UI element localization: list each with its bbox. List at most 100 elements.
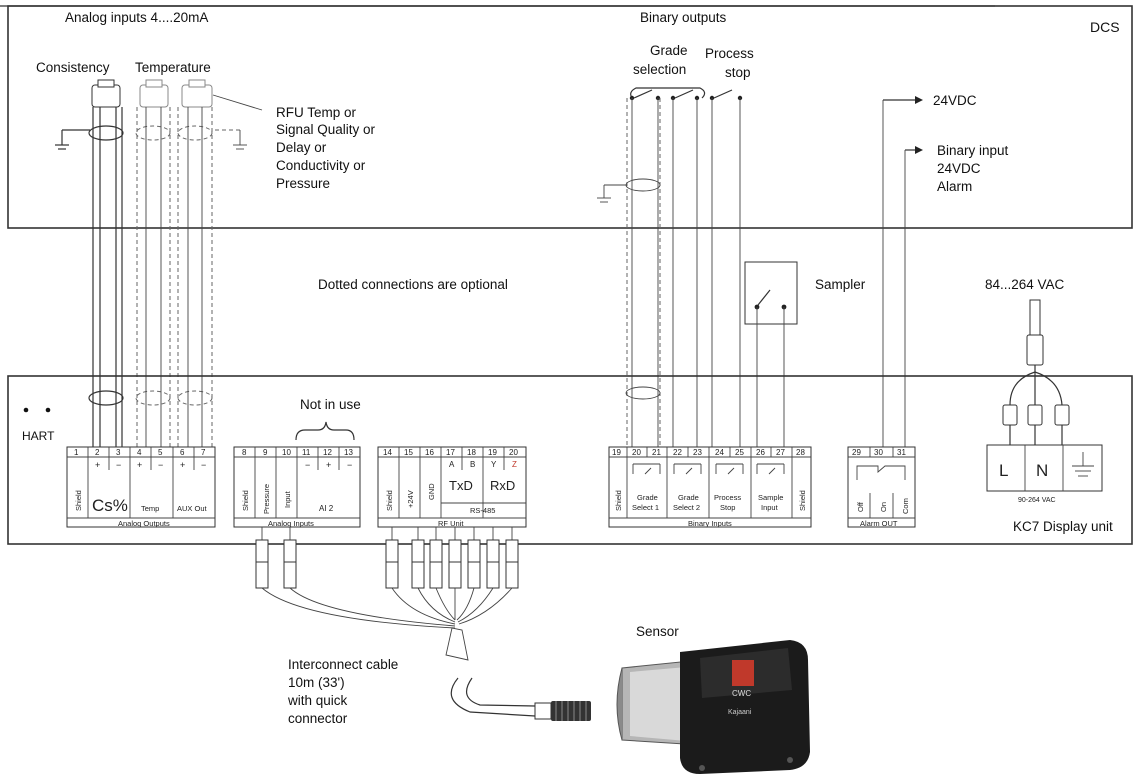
not-in-use-brace <box>295 421 355 441</box>
sensor-label: Sensor <box>636 624 679 639</box>
terminal-letter: Z <box>512 460 517 469</box>
v24-terminal-label: +24V <box>406 490 415 508</box>
terminal-number: 12 <box>323 448 332 457</box>
hart-connector <box>23 407 51 413</box>
block-footer: RF Unit <box>438 519 464 528</box>
rs485-label: RS-485 <box>470 506 495 515</box>
arrow-24vdc <box>883 96 923 104</box>
temperature-cable <box>135 107 171 450</box>
grade-select-2-label: Select 2 <box>673 503 700 512</box>
binary-cable <box>597 98 741 450</box>
terminal-sign: + <box>95 460 100 470</box>
cable-line: Interconnect cable <box>288 657 398 672</box>
block-footer: Analog Inputs <box>268 519 314 528</box>
consistency-cable <box>88 107 124 450</box>
sampler-label: Sampler <box>815 277 866 292</box>
terminal-number: 2 <box>95 448 100 457</box>
ground-icon <box>55 129 90 150</box>
terminal-number: 27 <box>776 448 785 457</box>
terminal-sign: − <box>116 460 121 470</box>
terminal-sign: + <box>180 460 185 470</box>
binary-outputs-title: Binary outputs <box>640 10 727 25</box>
rfu-line: Delay or <box>276 140 327 155</box>
dotted-note: Dotted connections are optional <box>318 277 508 292</box>
terminal-number: 7 <box>201 448 206 457</box>
terminal-number: 30 <box>874 448 883 457</box>
process-stop-label: stop <box>725 65 751 80</box>
grade-selection-switches <box>629 87 743 101</box>
terminal-number: 11 <box>302 448 311 457</box>
dcs-label: DCS <box>1090 19 1120 35</box>
rxd-label: RxD <box>490 478 515 493</box>
rfu-text: RFU Temp or Signal Quality or Delay or C… <box>276 105 376 191</box>
shield-label: Shield <box>74 490 83 511</box>
terminal-number: 28 <box>796 448 805 457</box>
terminal-number: 5 <box>158 448 163 457</box>
shield-label: Shield <box>385 490 394 511</box>
binary-input-label: 24VDC <box>937 161 981 176</box>
terminal-number: 29 <box>852 448 861 457</box>
supply-label: 84...264 VAC <box>985 277 1065 292</box>
analog-outputs-block: 1 2 3 4 5 6 7 + − + − + − Shield Cs% Tem… <box>66 446 216 528</box>
terminal-number: 24 <box>715 448 724 457</box>
cable-line: connector <box>288 711 348 726</box>
sampler-switch <box>744 261 798 325</box>
cs-label: Cs% <box>92 496 128 515</box>
terminal-number: 22 <box>673 448 682 457</box>
block-footer: Binary Inputs <box>688 519 732 528</box>
arrow-binary-input <box>905 146 923 154</box>
terminal-number: 4 <box>137 448 142 457</box>
terminal-number: 19 <box>612 448 621 457</box>
analog-inputs-title: Analog inputs 4....20mA <box>65 10 208 25</box>
sensor-brand-label: CWC <box>732 689 751 698</box>
terminal-number: 23 <box>693 448 702 457</box>
rfu-line: Signal Quality or <box>276 122 376 137</box>
dcs-box <box>7 5 1133 229</box>
cable-line: with quick <box>287 693 348 708</box>
terminal-letter: A <box>449 460 455 469</box>
power-range-label: 90-264 VAC <box>1018 497 1056 504</box>
consistency-label: Consistency <box>36 60 110 75</box>
pressure-label: Pressure <box>262 484 271 514</box>
rfu-line: Pressure <box>276 176 330 191</box>
analog-inputs-block: 8 9 10 11 12 13 − + − Shield Pressure In… <box>233 446 361 528</box>
terminal-letter: Y <box>491 460 497 469</box>
terminal-number: 6 <box>180 448 185 457</box>
aux-cable <box>177 107 213 450</box>
terminal-sign: + <box>326 460 331 470</box>
terminal-number: 8 <box>242 448 247 457</box>
analog-input-plugs <box>255 527 297 589</box>
cable-line: 10m (33') <box>288 675 345 690</box>
terminal-sign: − <box>305 460 310 470</box>
terminal-sign: − <box>201 460 206 470</box>
temperature-label: Temperature <box>135 60 211 75</box>
terminal-number: 19 <box>488 448 497 457</box>
sensor-logo-label: Kajaani <box>728 709 752 716</box>
terminal-number: 21 <box>652 448 661 457</box>
ground-icon <box>215 129 247 150</box>
temp-label: Temp <box>141 504 159 513</box>
sample-input-label: Sample <box>758 493 783 502</box>
grade-select-1-label: Select 1 <box>632 503 659 512</box>
sample-input-label: Input <box>761 503 779 512</box>
ai2-label: AI 2 <box>319 504 334 513</box>
terminal-sign: − <box>158 460 163 470</box>
hart-label: HART <box>22 429 55 443</box>
terminal-number: 31 <box>897 448 906 457</box>
aux-plug <box>181 79 213 108</box>
terminal-number: 20 <box>632 448 641 457</box>
rf-unit-plugs <box>385 527 519 589</box>
power-l-label: L <box>999 461 1008 480</box>
kc7-label: KC7 Display unit <box>1013 519 1113 534</box>
process-stop-terminal-label: Stop <box>720 503 735 512</box>
binary-input-label: Binary input <box>937 143 1009 158</box>
cable-text: Interconnect cable 10m (33') with quick … <box>287 657 398 726</box>
shield-label: Shield <box>798 490 807 511</box>
block-footer: Alarm OUT <box>860 519 898 528</box>
kc7-box <box>7 375 1133 545</box>
grade-selection-label: Grade <box>650 43 688 58</box>
input-label: Input <box>283 490 292 508</box>
shield-label: Shield <box>241 490 250 511</box>
grade-select-2-label: Grade <box>678 493 699 502</box>
